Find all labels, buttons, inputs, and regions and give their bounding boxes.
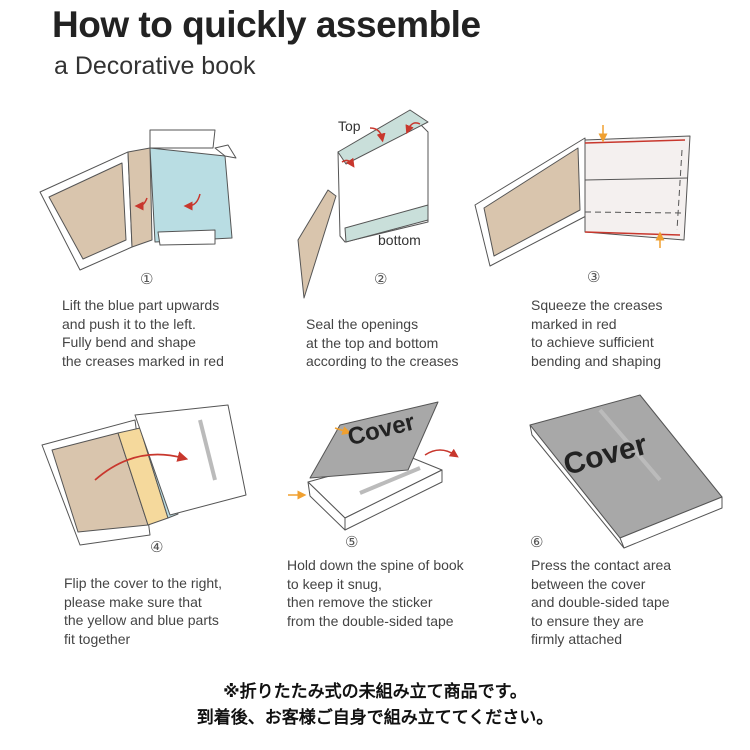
step-4-illustration (41, 404, 247, 546)
text-line: and double-sided tape (531, 594, 670, 610)
step-number: ① (140, 270, 154, 288)
text-line: Flip the cover to the right, (64, 575, 222, 591)
text-line: marked in red (531, 315, 617, 332)
page-title: How to quickly assemble (52, 4, 481, 45)
text-line: between the cover (531, 575, 646, 592)
step-number: ④ (150, 538, 164, 556)
text-line: Hold down the spine of book (287, 557, 464, 573)
step-2-text: Seal the openings at the top and bottom … (306, 315, 459, 371)
text-line: to ensure they are (531, 612, 644, 629)
step-3-illustration (474, 125, 691, 267)
step-1-text: Lift the blue part upwards and push it t… (62, 296, 224, 370)
notice-line-2: 到着後、お客様ご自身で組み立ててください。 (196, 708, 554, 728)
text-line: Seal the openings (306, 316, 419, 332)
text-line: according to the creases (306, 353, 459, 369)
text-line: then remove the sticker (287, 594, 433, 610)
step-number: ⑤ (345, 533, 359, 551)
step-3-text: Squeeze the creases marked in red to ach… (531, 296, 663, 370)
text-line: Lift the blue part upwards (62, 297, 220, 313)
text-line: bending and shaping (531, 352, 662, 369)
step-5-illustration (288, 401, 459, 531)
step-1-illustration (39, 129, 237, 271)
step-number: ⑥ (530, 533, 544, 551)
text-line: from the double-sided tape (287, 612, 454, 629)
step-number: ③ (587, 268, 601, 286)
page-subtitle: a Decorative book (54, 52, 256, 80)
text-line: Press the contact area (531, 557, 672, 573)
text-line: Fully bend and shape (62, 334, 196, 350)
text-line: to keep it snug, (287, 575, 382, 592)
notice-line-1: ※折りたたみ式の未組み立て商品です。 (223, 682, 527, 702)
text-line: the creases marked in red (62, 352, 224, 369)
step-6-illustration (529, 394, 723, 549)
step-2-illustration (297, 109, 429, 299)
text-line: please make sure that (64, 593, 202, 610)
step-4-text: Flip the cover to the right, please make… (64, 574, 222, 648)
step-6-text: Press the contact area between the cover… (531, 556, 671, 649)
step-number: ② (374, 270, 388, 288)
text-line: at the top and bottom (306, 334, 439, 351)
bottom-label: bottom (378, 232, 421, 248)
top-label: Top (338, 118, 361, 134)
text-line: fit together (64, 630, 131, 647)
text-line: Squeeze the creases (531, 297, 663, 313)
text-line: firmly attached (531, 631, 623, 647)
step-5-text: Hold down the spine of book to keep it s… (287, 556, 464, 630)
text-line: to achieve sufficient (531, 334, 654, 350)
text-line: the yellow and blue parts (64, 612, 219, 628)
text-line: and push it to the left. (62, 315, 196, 332)
